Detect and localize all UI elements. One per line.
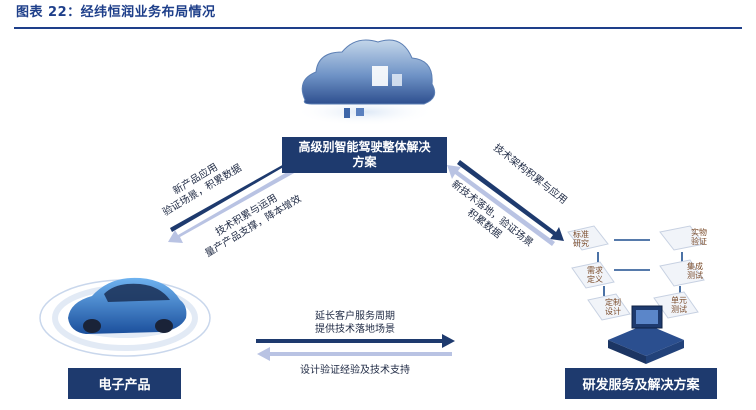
center-box-line2: 方案 (352, 155, 377, 169)
bottom-right-label: 延长客户服务周期 提供技术落地场景 (290, 310, 420, 336)
bottom-right-label-line2: 提供技术落地场景 (315, 324, 395, 335)
arrow-left-up (170, 157, 297, 232)
process-connectors (597, 239, 683, 296)
car-icon (39, 277, 211, 357)
computer-icon (608, 305, 684, 364)
bottom-right-label-line1: 延长客户服务周期 (315, 311, 395, 322)
center-box-line1: 高级别智能驾驶整体解决 (298, 140, 431, 154)
left-box: 电子产品 (68, 368, 181, 399)
arrow-right-up (447, 165, 555, 246)
arrow-right-down (457, 160, 564, 241)
bottom-left-label: 设计验证经验及技术支持 (300, 365, 410, 376)
center-box: 高级别智能驾驶整体解决 方案 (282, 137, 447, 173)
process-step-label: 单元测试 (671, 296, 687, 314)
arrow-bottom-right (256, 334, 455, 348)
arrow-left-down (168, 168, 296, 243)
title-rule (14, 27, 742, 29)
arrow-bottom-left (257, 347, 452, 361)
process-tiles (567, 225, 705, 321)
figure-title: 图表 22：经纬恒润业务布局情况 (16, 5, 216, 20)
process-step-label: 定制设计 (605, 298, 621, 316)
cloud-icon (295, 39, 436, 126)
process-diagram (567, 225, 705, 364)
right-box: 研发服务及解决方案 (565, 368, 717, 399)
process-step-label: 实物验证 (691, 228, 707, 246)
process-step-label: 集成测试 (687, 262, 703, 280)
process-step-label: 标准研究 (573, 230, 589, 248)
process-step-label: 需求定义 (587, 266, 603, 284)
